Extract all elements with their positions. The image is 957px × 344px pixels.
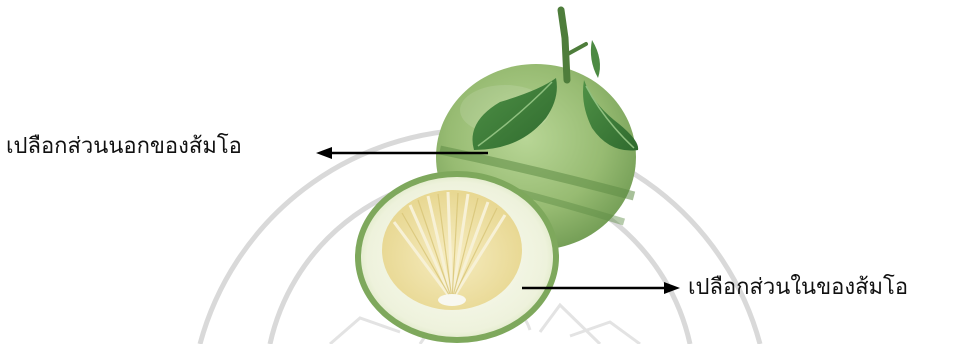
- inner-peel-label: เปลือกส่วนในของส้มโอ: [688, 277, 908, 299]
- outer-peel-label: เปลือกส่วนนอกของส้มโอ: [6, 136, 242, 158]
- halved-pomelo: [355, 171, 559, 343]
- stem: [561, 10, 600, 80]
